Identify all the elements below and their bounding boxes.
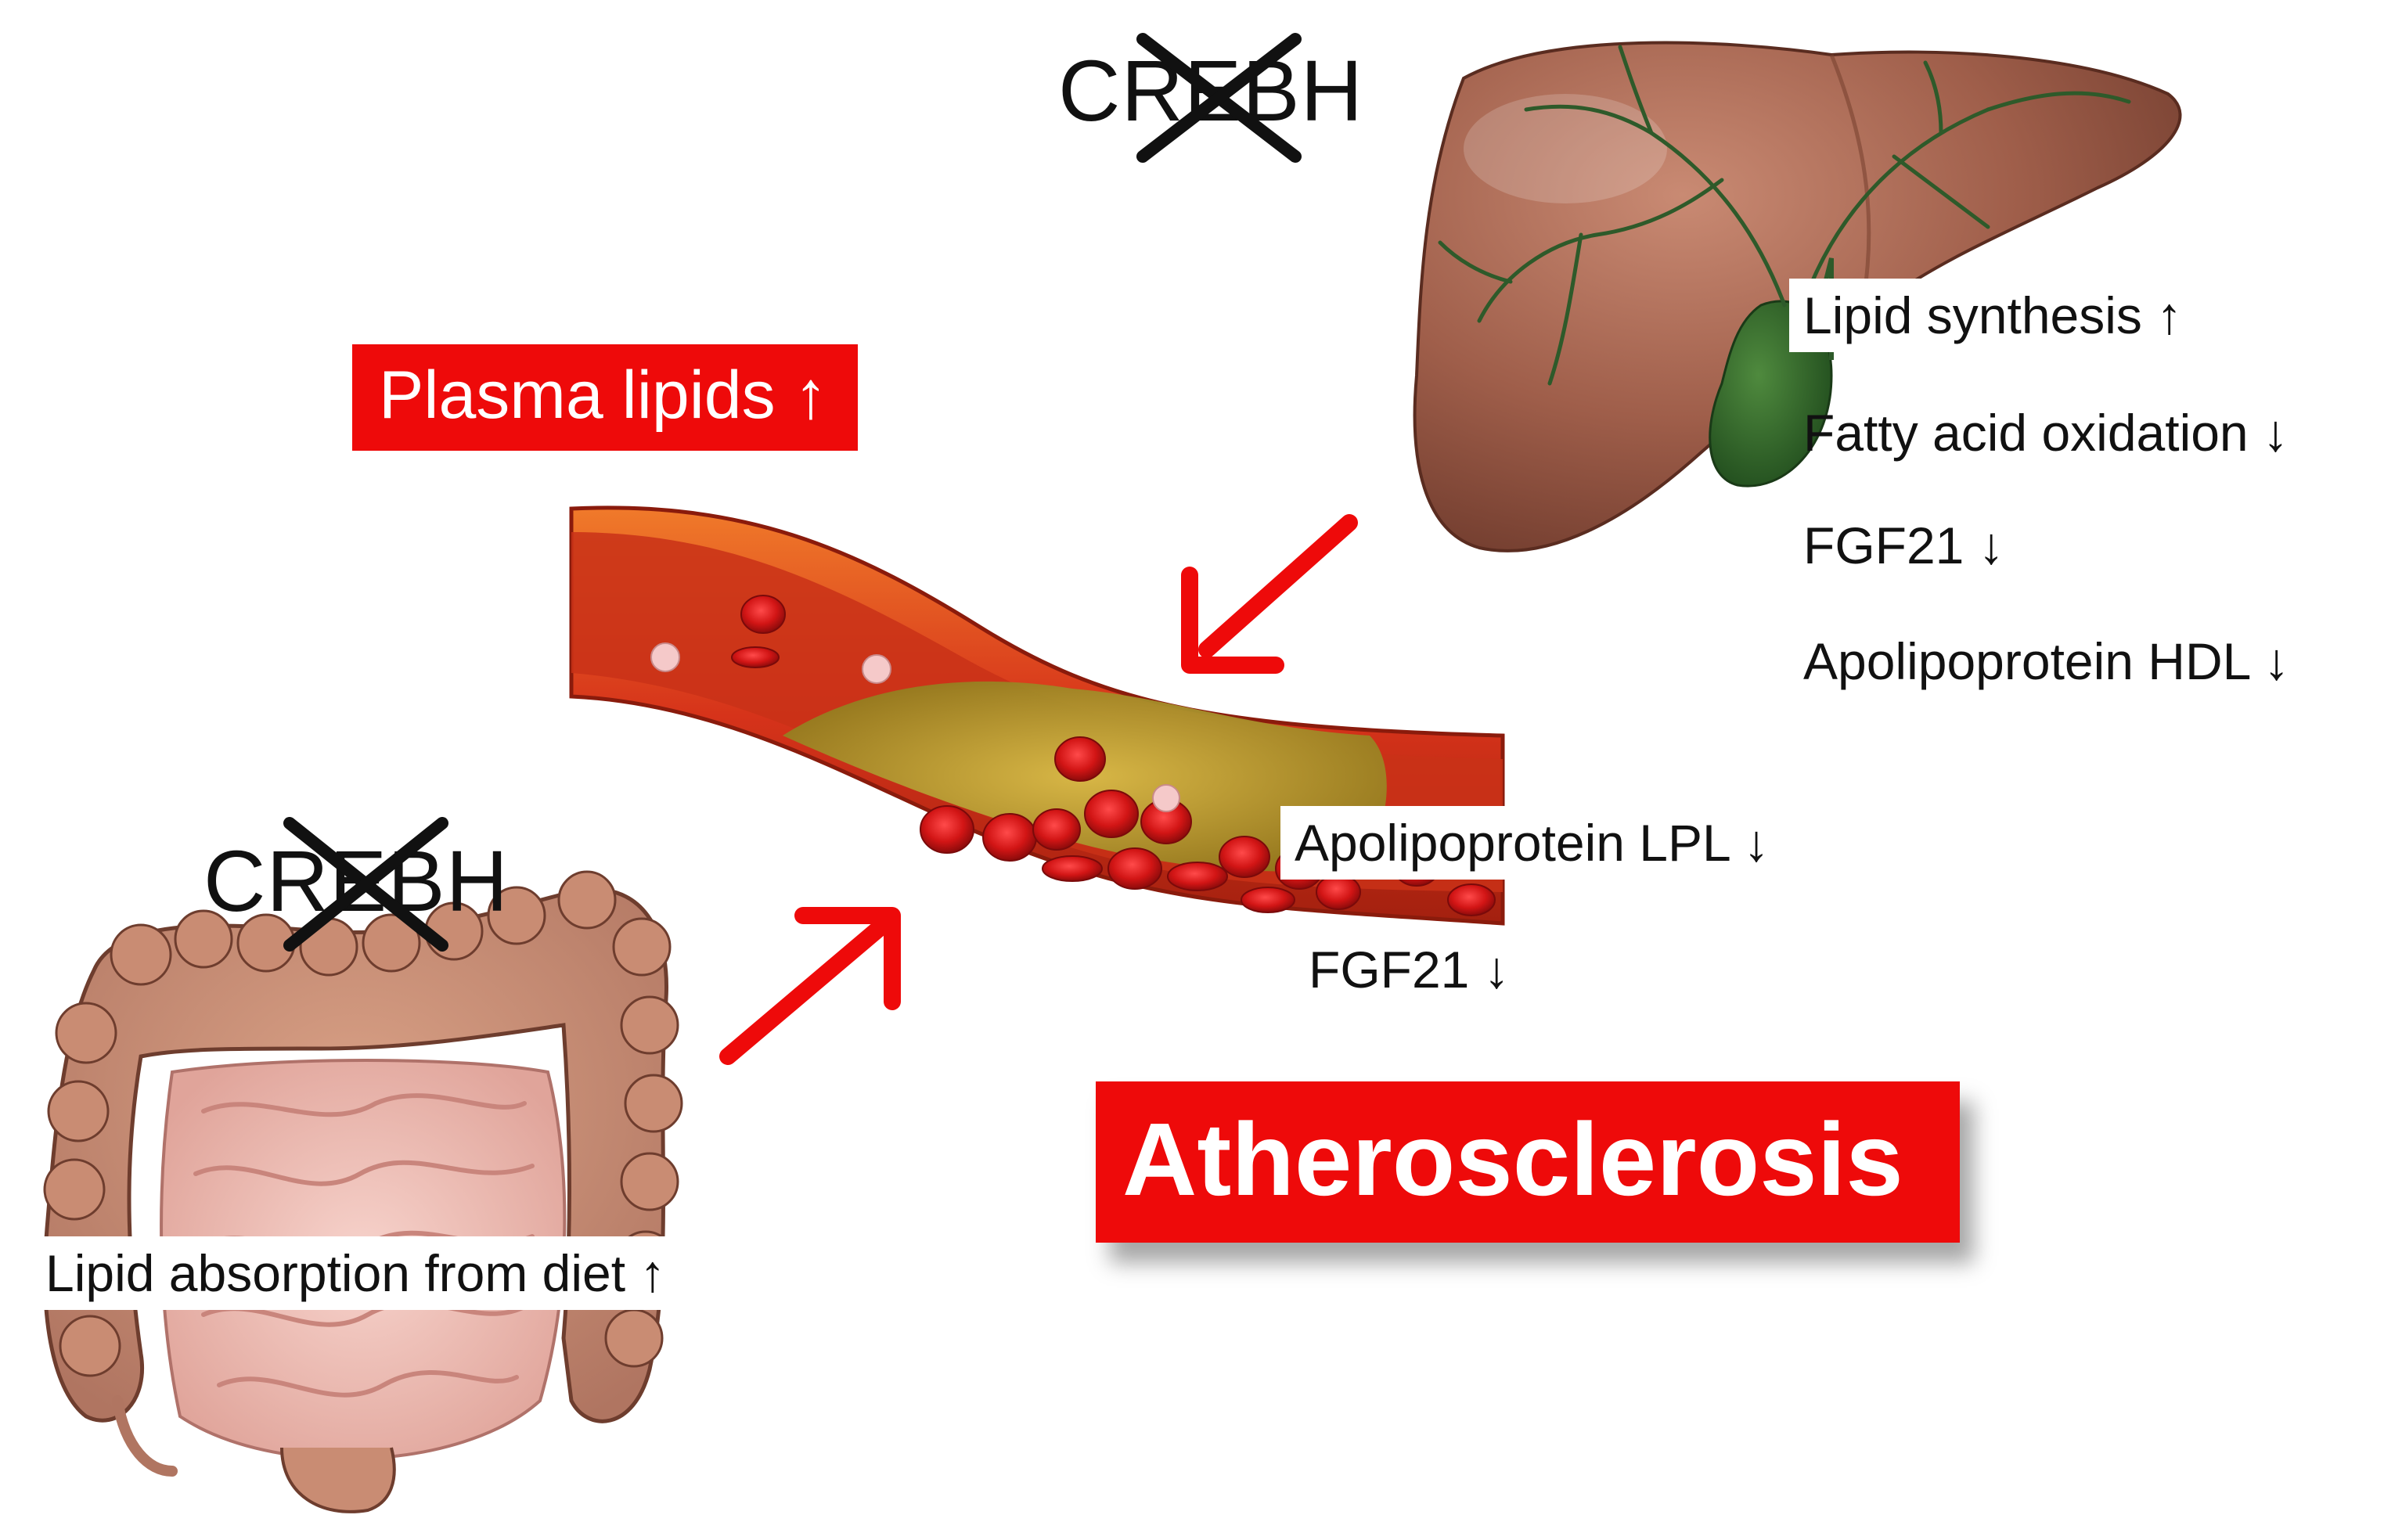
vessel-effect-fgf21: FGF21 ↓ bbox=[1309, 941, 1510, 998]
atherosclerosis-badge: Atherosclerosis bbox=[1096, 1081, 1960, 1243]
vessel-effect-apolipoprotein-lpl: Apolipoprotein LPL ↓ bbox=[1280, 806, 1784, 880]
liver-crebh-label: CREBH bbox=[1058, 43, 1364, 139]
liver-effect-fgf21: FGF21 ↓ bbox=[1803, 516, 2004, 574]
plasma-lipids-badge: Plasma lipids ↑ bbox=[352, 344, 858, 451]
liver-to-vessel-arrow bbox=[1181, 514, 1358, 674]
liver-effect-lipid-synthesis: Lipid synthesis ↑ bbox=[1789, 279, 2197, 352]
blood-vessel-illustration bbox=[569, 506, 1505, 926]
liver-effect-fatty-acid-oxidation: Fatty acid oxidation ↓ bbox=[1803, 404, 2289, 462]
liver-effect-apolipoprotein-hdl: Apolipoprotein HDL ↓ bbox=[1803, 632, 2290, 690]
intestine-effect-lipid-absorption: Lipid absorption from diet ↑ bbox=[31, 1236, 680, 1310]
intestine-crebh-label: CREBH bbox=[203, 833, 510, 930]
intestine-illustration bbox=[42, 870, 683, 1513]
intestine-to-vessel-arrow bbox=[719, 907, 901, 1065]
